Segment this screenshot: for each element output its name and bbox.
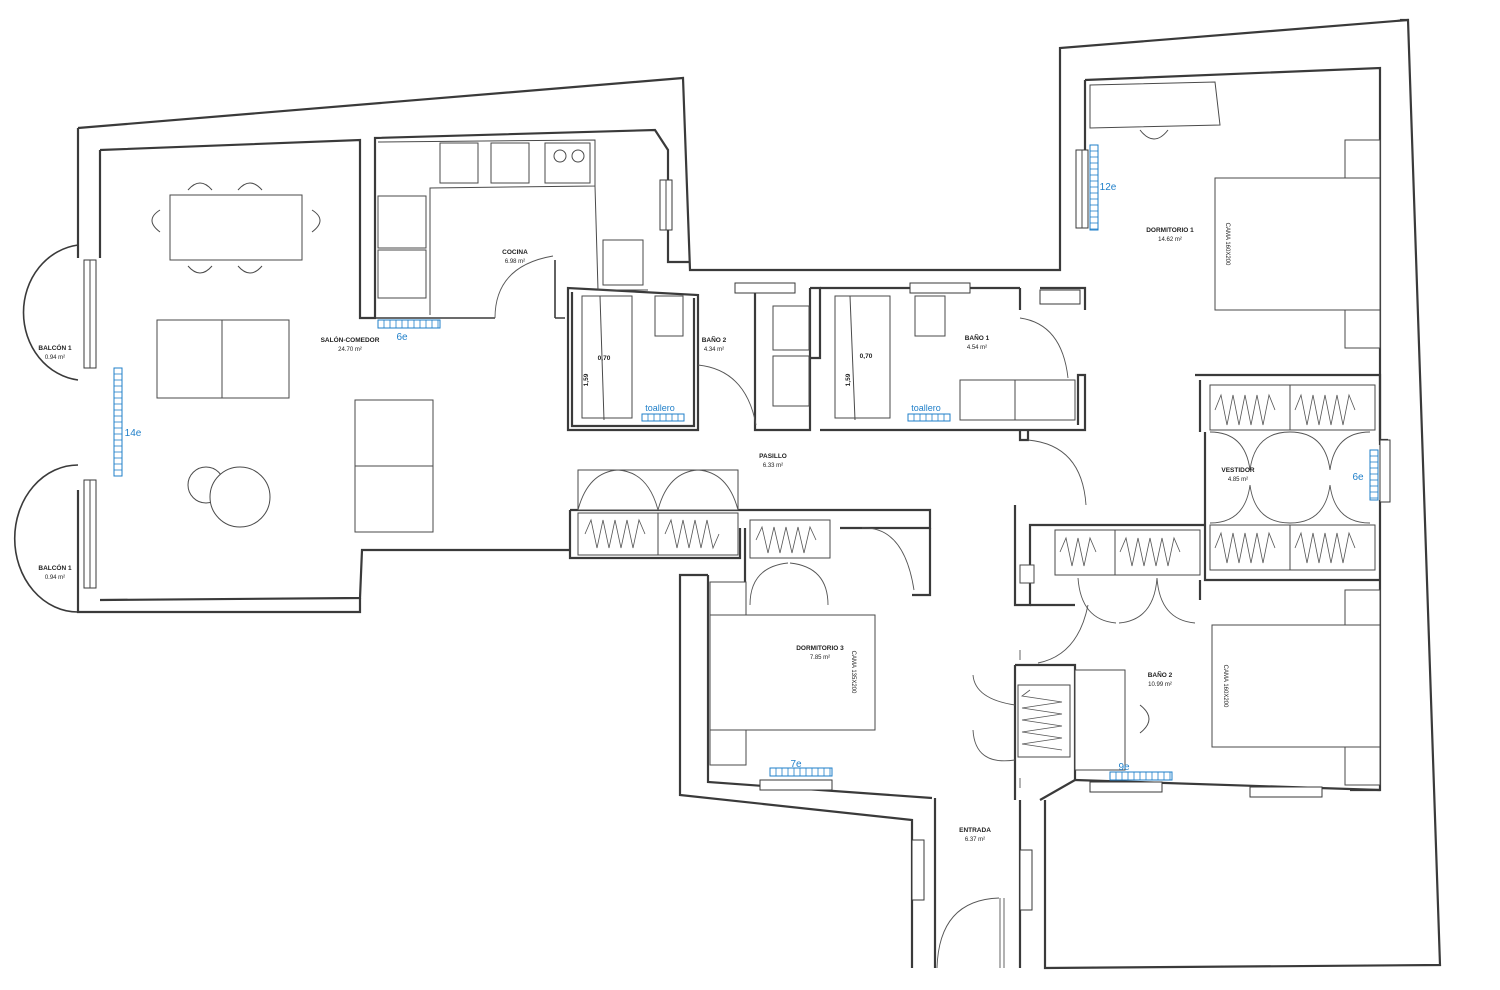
dim-bano2-height: 1,59: [583, 373, 590, 386]
balcon-bot-area: 0.94 m²: [45, 575, 65, 581]
balcon-top-name: BALCÓN 1: [38, 343, 72, 352]
bed-label-bano3: CAMA 160X200: [1222, 665, 1228, 708]
salon-name: SALÓN-COMEDOR: [321, 335, 380, 344]
bathroom-furniture: [581, 295, 1076, 421]
bed-label-dorm3: CAMA 135X200: [850, 651, 856, 694]
cocina-area: 6.98 m²: [505, 259, 525, 265]
entrada-area: 6.37 m²: [965, 837, 985, 843]
radiator-label-dorm1: 12e: [1100, 182, 1117, 193]
balcon-top-area: 0.94 m²: [45, 355, 65, 361]
salon-area: 24.70 m²: [338, 347, 362, 353]
dim-bano1-height: 1,59: [845, 373, 852, 386]
salon-furniture: [151, 182, 434, 533]
wardrobes: [577, 384, 1376, 762]
door-swings: [494, 255, 1089, 969]
radiator-dorm1: [1089, 144, 1099, 231]
cocina-name: COCINA: [502, 249, 528, 256]
bano2-area: 4.34 m²: [704, 347, 724, 353]
bano2-name: BAÑO 2: [702, 335, 727, 344]
radiator-label-dorm3: 7e: [790, 759, 802, 770]
dorm1-name: DORMITORIO 1: [1146, 227, 1194, 234]
radiator-dorm3: [769, 767, 833, 777]
radiator-label-bano3: 9e: [1118, 762, 1130, 773]
dorm3-area: 7.85 m²: [810, 655, 830, 661]
radiator-salon-side: [113, 367, 123, 477]
radiator-label-vestidor: 6e: [1352, 472, 1364, 483]
bano3-name: BAÑO 2: [1148, 670, 1173, 679]
radiator-label-salon-kitchen: 6e: [396, 332, 408, 343]
dorm1-furniture: [1089, 81, 1381, 349]
towel-rail-bano2: [641, 413, 685, 422]
bano1-area: 4.54 m²: [967, 345, 987, 351]
dorm3-name: DORMITORIO 3: [796, 645, 844, 652]
dorm3-furniture: [709, 581, 876, 766]
balconies: [13, 244, 79, 613]
radiator-salon-kitchen: [377, 319, 441, 329]
dim-bano1-width: 0,70: [860, 353, 873, 360]
pasillo-name: PASILLO: [759, 453, 787, 460]
radiators: [113, 144, 1379, 781]
pasillo-area: 6.33 m²: [763, 463, 783, 469]
exterior-walls: [76, 18, 1442, 970]
towel-rail-label-bano1: toallero: [911, 403, 941, 413]
entrada-name: ENTRADA: [959, 827, 991, 834]
towel-rail-bano1: [907, 413, 951, 422]
vestidor-name: VESTIDOR: [1221, 467, 1255, 474]
dorm1-area: 14.62 m²: [1158, 237, 1182, 243]
kitchen-furniture: [377, 139, 648, 315]
bano1-name: BAÑO 1: [965, 333, 990, 342]
vestidor-area: 4.85 m²: [1228, 477, 1248, 483]
towel-rail-label-bano2: toallero: [645, 403, 675, 413]
labels: SALÓN-COMEDOR 24.70 m² COCINA 6.98 m² BA…: [38, 182, 1364, 843]
bano3-area: 10.99 m²: [1148, 682, 1172, 688]
radiator-vestidor: [1369, 449, 1379, 501]
bed-label-dorm1: CAMA 160X200: [1224, 223, 1230, 266]
windows: [83, 149, 1391, 911]
radiator-bano3: [1109, 771, 1173, 781]
balcon-bot-name: BALCÓN 1: [38, 563, 72, 572]
bedroom-br-furniture: [1074, 589, 1381, 786]
radiator-label-salon-side: 14e: [125, 428, 142, 439]
dim-bano2-width: 0,70: [598, 355, 611, 362]
